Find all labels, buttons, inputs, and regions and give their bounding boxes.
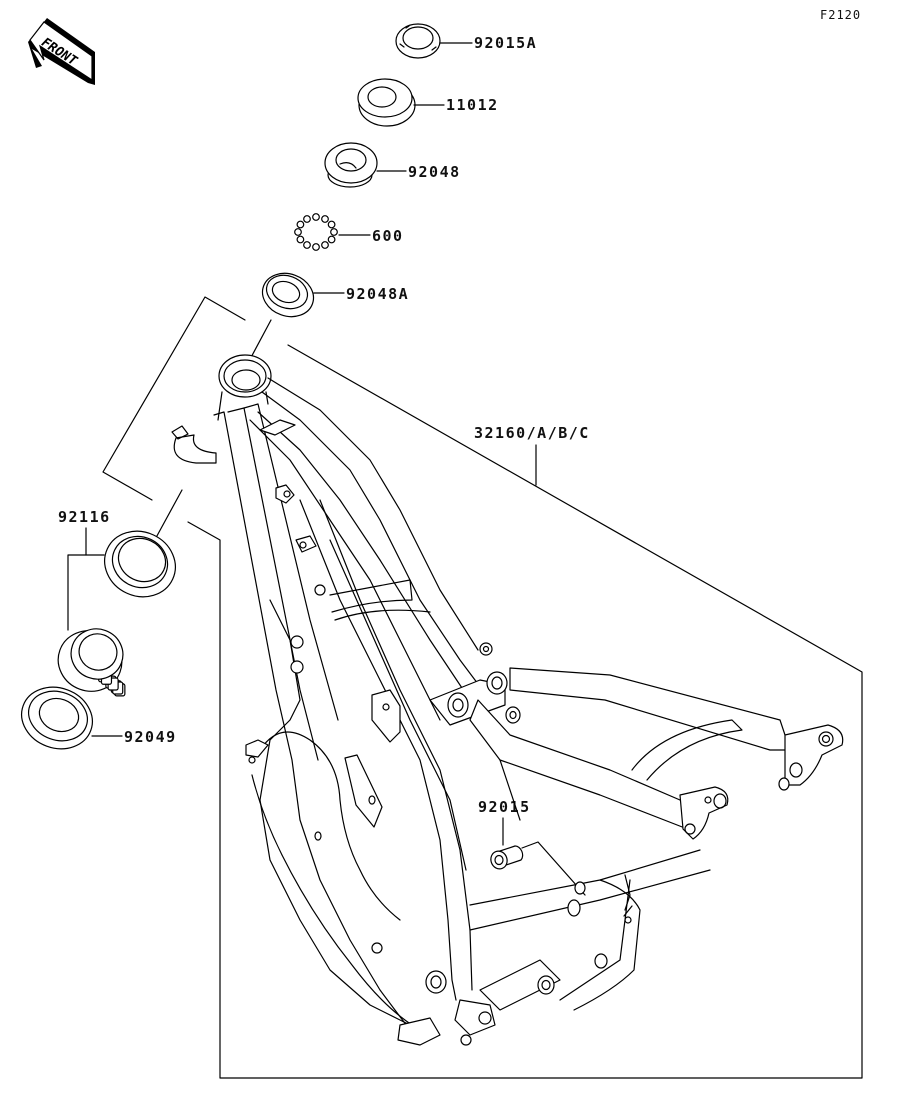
tapered-bearing: [57, 628, 126, 697]
part-11012-cap[interactable]: 11012: [357, 78, 499, 127]
steel-ball: [312, 213, 320, 221]
steel-ball: [303, 215, 311, 223]
part-92015a-nut[interactable]: 92015A: [395, 23, 537, 59]
label-32160: 32160/A/B/C: [474, 424, 590, 442]
steel-ball: [296, 220, 305, 229]
frame-bracket: 32160/A/B/C: [187, 344, 863, 1079]
label-92049: 92049: [124, 728, 177, 746]
label-92048: 92048: [408, 163, 461, 181]
label-11012: 11012: [446, 96, 499, 114]
label-92048a: 92048A: [346, 285, 409, 303]
label-92116: 92116: [58, 508, 111, 526]
frame-32160[interactable]: [171, 354, 844, 1046]
part-92049-seal[interactable]: 92049: [13, 677, 177, 758]
steel-ball: [330, 228, 338, 236]
steel-ball: [294, 228, 302, 236]
label-600: 600: [372, 227, 404, 245]
steel-ball: [327, 235, 336, 244]
front-arrow-icon: FRONT: [28, 18, 95, 85]
steel-ball: [303, 241, 311, 249]
part-92048a-ring[interactable]: 92048A: [256, 266, 409, 323]
steel-ball: [327, 220, 336, 229]
steel-ball: [296, 235, 305, 244]
diagram-code: F2120: [820, 8, 861, 22]
steel-ball: [321, 241, 329, 249]
label-92015a: 92015A: [474, 34, 537, 52]
steering-head-bracket: [102, 296, 272, 546]
label-92015: 92015: [478, 798, 531, 816]
steel-ball: [321, 215, 329, 223]
steel-ball: [312, 243, 320, 251]
part-600-steel-balls[interactable]: 600: [294, 213, 404, 251]
part-92015-collar[interactable]: 92015: [478, 798, 586, 896]
part-92116-bearing-set[interactable]: 92116: [50, 508, 186, 700]
part-92048-ring[interactable]: 92048: [324, 142, 461, 188]
